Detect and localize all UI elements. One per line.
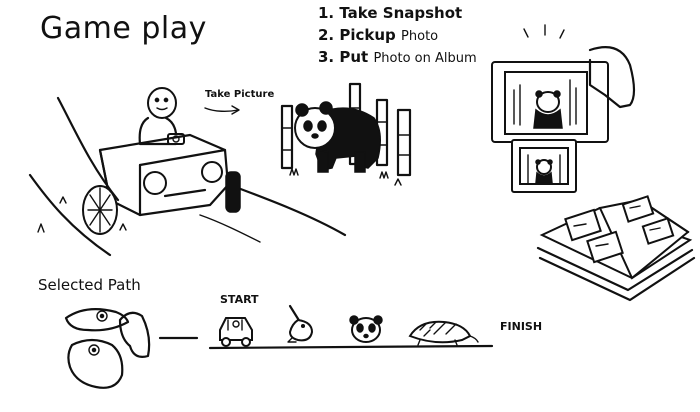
finish-label: FINISH bbox=[500, 320, 543, 333]
step-3: 3. Put Photo on Album bbox=[318, 48, 477, 66]
photo-album-icon bbox=[536, 195, 696, 302]
step-2-number: 2. bbox=[318, 26, 335, 44]
step-3-number: 3. bbox=[318, 48, 335, 66]
jeep-icon bbox=[82, 87, 241, 235]
step-3-text: Put bbox=[339, 48, 369, 66]
page-title: Game play bbox=[40, 11, 207, 46]
photo-icon bbox=[511, 139, 577, 193]
arrow-right-icon bbox=[204, 105, 240, 115]
step-1: 1. Take Snapshot bbox=[318, 6, 462, 21]
panda-icon bbox=[294, 101, 381, 173]
path-line bbox=[208, 344, 494, 350]
narwhal-icon bbox=[287, 304, 314, 343]
photo-in-hand-icon bbox=[491, 24, 636, 143]
take-picture-label: Take Picture bbox=[205, 89, 275, 100]
path-panda-icon bbox=[349, 315, 383, 343]
car-icon bbox=[219, 317, 253, 347]
step-1-text: Take Snapshot bbox=[339, 4, 463, 22]
panda-bamboo-scene bbox=[280, 82, 412, 186]
selected-path-label: Selected Path bbox=[38, 276, 141, 294]
step-1-number: 1. bbox=[318, 4, 335, 22]
step-2-text-2: Photo bbox=[401, 29, 439, 44]
start-label: START bbox=[220, 293, 259, 306]
map-icon bbox=[64, 307, 151, 389]
step-2-text: Pickup bbox=[339, 26, 396, 44]
pangolin-icon bbox=[408, 320, 479, 346]
step-2: 2. Pickup Photo bbox=[318, 26, 439, 44]
step-3-text-2: Photo on Album bbox=[373, 51, 477, 66]
road-lines bbox=[28, 96, 347, 257]
